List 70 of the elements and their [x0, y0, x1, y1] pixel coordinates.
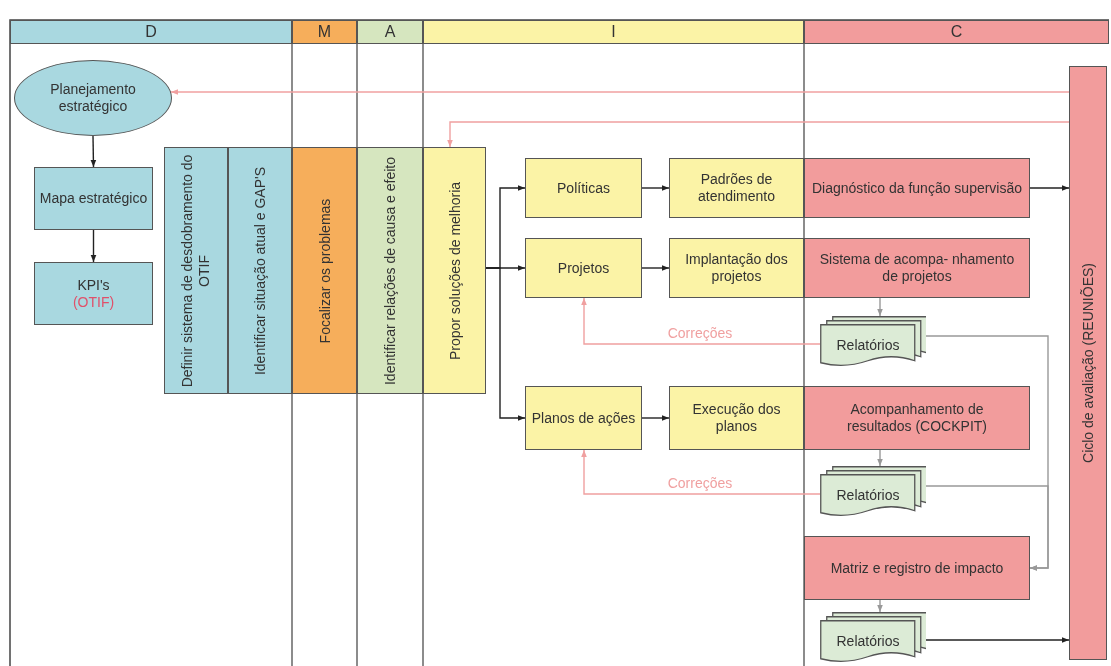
- arrow: [641, 415, 670, 421]
- document-stack: [820, 466, 926, 518]
- node-label: Matriz e registro de impacto: [830, 559, 1004, 577]
- document-stack: [820, 612, 926, 664]
- node-label: Propor soluções de melhoria: [446, 180, 463, 362]
- node-label: Relatórios: [836, 632, 900, 650]
- node-label: Projetos: [557, 259, 610, 277]
- process-box: [669, 238, 804, 298]
- process-box: [292, 147, 357, 394]
- lane-title: A: [384, 22, 396, 42]
- arrow: [925, 637, 1070, 643]
- arrow: [581, 297, 821, 345]
- process-box: [804, 386, 1030, 450]
- process-box: [34, 167, 153, 230]
- lane-title: C: [950, 22, 963, 42]
- lane-header: [804, 20, 1109, 44]
- arrow: [90, 229, 97, 263]
- node-label: Padrões de atendimento: [696, 171, 777, 205]
- process-box: [423, 147, 486, 394]
- process-box: [804, 238, 1030, 298]
- node-label: Relatórios: [836, 486, 900, 504]
- process-box: [1069, 66, 1107, 660]
- lane-header: [357, 20, 423, 44]
- node-label: Relatórios: [836, 336, 900, 354]
- lane-title: D: [145, 22, 157, 42]
- lane-header: [423, 20, 804, 44]
- arrow: [877, 449, 883, 467]
- lane-header: [10, 20, 292, 44]
- arrow: [170, 89, 1070, 95]
- process-box: [228, 147, 292, 394]
- process-box: [525, 158, 642, 218]
- lane-header: [292, 20, 357, 44]
- arrow: [447, 121, 1070, 148]
- node-label: Focalizar os problemas: [316, 197, 333, 345]
- arrow: [90, 135, 97, 168]
- arrow: [925, 485, 1049, 571]
- process-box: [34, 262, 153, 325]
- process-box: [164, 147, 228, 394]
- node-label: Sistema de acompa- nhamento de projetos: [818, 251, 1016, 285]
- node-label: Implantação dos projetos: [684, 251, 789, 285]
- process-box: [669, 158, 804, 218]
- process-box: [669, 386, 804, 450]
- process-box: [804, 536, 1030, 600]
- lane-title: I: [611, 22, 616, 42]
- node-label: Identificar relações de causa e efeito: [381, 155, 399, 387]
- process-box: [525, 238, 642, 298]
- node-label: KPI's: [77, 276, 110, 294]
- node-label: Planos de ações: [531, 409, 636, 427]
- node-label: Diagnóstico da função supervisão: [811, 179, 1023, 197]
- node-label: Mapa estratégico: [39, 190, 148, 207]
- node-label: Políticas: [557, 179, 610, 197]
- lane-title: M: [317, 22, 332, 42]
- arrow: [641, 265, 670, 271]
- arrow: [641, 185, 670, 191]
- node-label: Planejamento estratégico: [49, 81, 137, 115]
- node-label: Identificar situação atual e GAP'S: [251, 165, 269, 377]
- process-box: [804, 158, 1030, 218]
- document-stack: [820, 316, 926, 368]
- process-box: [525, 386, 642, 450]
- node-label: Execução dos planos: [691, 401, 782, 435]
- node-label: Ciclo de avaliação (REUNIÕES): [1079, 262, 1097, 465]
- arrow: [1029, 185, 1070, 191]
- process-box: [357, 147, 423, 394]
- node-label: Acompanhamento de resultados (COCKPIT): [845, 401, 988, 435]
- arrow: [877, 599, 883, 613]
- node-label: Definir sistema de desdobramento do OTIF: [179, 154, 213, 387]
- arrow: [581, 449, 821, 495]
- arrow: [877, 297, 883, 317]
- node-label: (OTIF): [72, 293, 115, 311]
- arrow: [485, 267, 526, 421]
